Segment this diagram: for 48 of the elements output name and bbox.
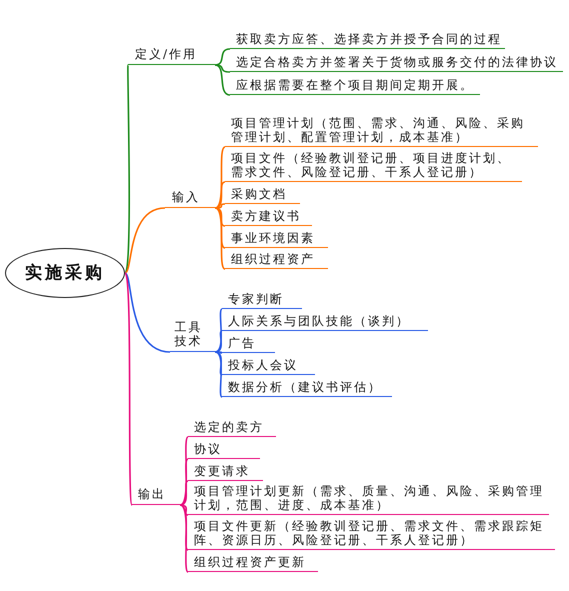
leaf-label: 协议 [188, 441, 260, 459]
branch-connector [215, 351, 222, 354]
leaf-label: 专家判断 [222, 291, 302, 309]
leaf-label: 事业环境因素 [225, 230, 328, 248]
branch-label: 定义/作用 [128, 45, 215, 65]
branch-connector [124, 272, 133, 506]
branch-connector [180, 504, 188, 516]
branch-label: 输入 [165, 188, 215, 208]
branch-connector [124, 272, 170, 353]
branch-connector [214, 146, 226, 209]
branch-label: 工具技术 [170, 318, 215, 352]
branch-connector [214, 207, 226, 270]
branch-connector [214, 207, 226, 227]
branch-connector [214, 330, 222, 353]
branch-connector [214, 64, 230, 73]
branch-connector [180, 458, 188, 506]
root-ellipse: 实施采购 [5, 248, 125, 298]
leaf-label: 应根据需要在整个项目期间定期开展。 [230, 77, 480, 95]
branch-connector [180, 504, 189, 573]
branch-connector [214, 181, 226, 209]
branch-connector [214, 207, 226, 249]
branch-connector [214, 64, 230, 96]
leaf-label: 组织过程资产 [225, 251, 328, 269]
branch-label: 输出 [132, 485, 180, 505]
branch-connector [180, 436, 189, 506]
leaf-label: 选定的卖方 [188, 419, 276, 437]
branch-connector [180, 504, 188, 551]
branch-connector [180, 480, 188, 506]
leaf-label: 数据分析（建议书评估） [222, 379, 392, 397]
branch-connector [214, 48, 230, 66]
leaf-label: 卖方建议书 [225, 208, 312, 226]
leaf-label: 项目文件更新（经验教训登记册、需求文件、需求跟踪矩阵、资源日历、风险登记册、干系人登记册） [188, 518, 555, 550]
leaf-label: 选定合格卖方并签署关于货物或服务交付的法律协议 [230, 54, 563, 72]
leaf-label: 采购文档 [225, 186, 300, 204]
branch-connector [214, 351, 222, 376]
leaf-label: 组织过程资产更新 [188, 554, 318, 572]
branch-connector [124, 64, 130, 274]
leaf-label: 投标人会议 [222, 357, 315, 375]
leaf-label: 获取卖方应答、选择卖方并授予合同的过程 [230, 31, 505, 49]
leaf-label: 项目管理计划更新（需求、质量、沟通、风险、采购管理计划，范围、进度、成本基准） [188, 483, 549, 515]
leaf-label: 变更请求 [188, 463, 263, 481]
leaf-label: 项目文件（经验教训登记册、项目进度计划、需求文件、风险登记册、干系人登记册） [225, 150, 522, 182]
leaf-label: 广告 [222, 335, 275, 353]
leaf-label: 项目管理计划（范围、需求、沟通、风险、采购管理计划、配置管理计划，成本基准） [225, 115, 538, 147]
branch-connector [214, 308, 223, 353]
branch-connector [124, 207, 166, 274]
branch-connector [214, 351, 223, 398]
leaf-label: 人际关系与团队技能（谈判） [222, 313, 428, 331]
